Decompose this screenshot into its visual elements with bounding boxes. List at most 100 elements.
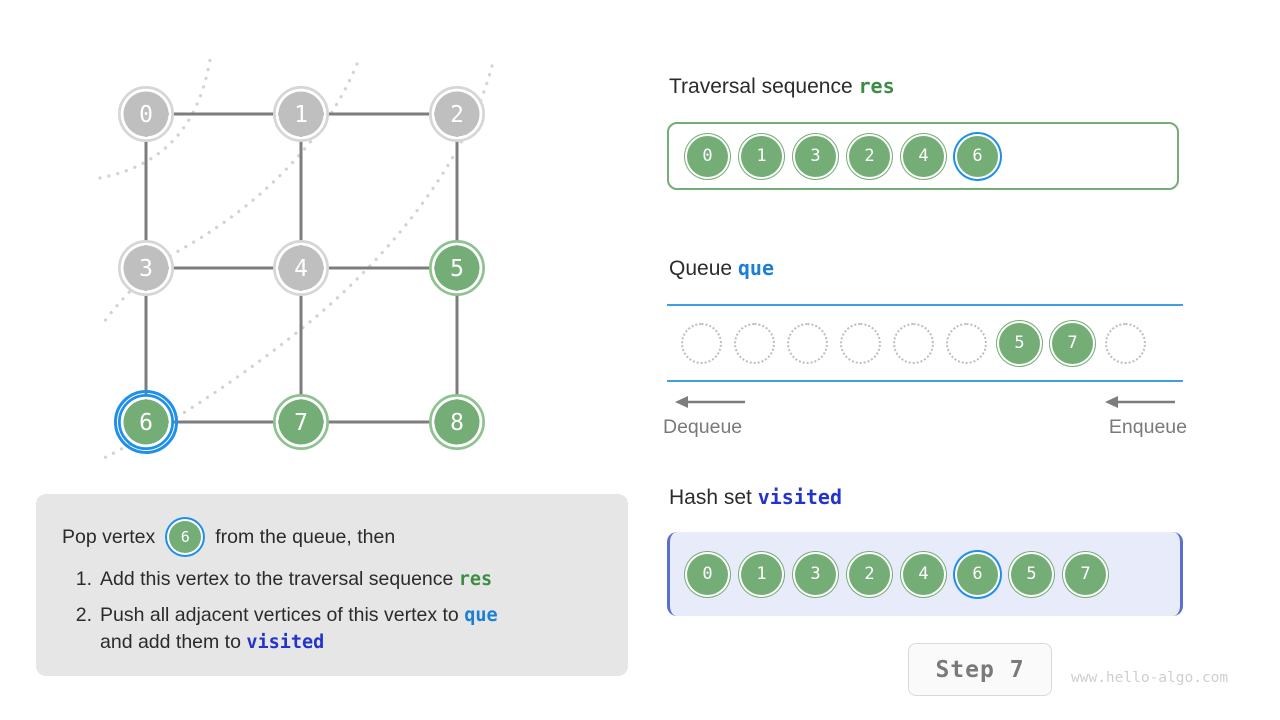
graph-node-2[interactable]: 2 [429,86,485,142]
dotted-arc-3 [102,64,494,460]
hash-item-7: 7 [1065,553,1106,595]
node-label: 8 [450,410,464,436]
graph-node-8[interactable]: 8 [429,394,485,450]
res-item-5: 6 [957,135,998,177]
node-label: 3 [139,256,153,282]
hash-title-code: visited [757,485,843,509]
node-body [434,399,480,445]
enqueue-arrow-icon [1105,396,1175,408]
enqueue-label: Enqueue [1108,416,1187,438]
queue-slot-6: 5 [999,322,1040,364]
node-outer-ring [429,86,485,142]
res-title-code: res [858,74,895,98]
dotted-arc-1 [98,58,212,180]
caption-step-1: Add this vertex to the traversal sequenc… [66,566,602,593]
node-outer-ring [118,86,174,142]
queue-slot-empty-2 [787,322,828,364]
caption-step-2-text: Push all adjacent vertices of this verte… [100,604,465,626]
node-body [123,245,169,291]
hash-title-text: Hash set [669,486,758,509]
res-item-3: 2 [849,135,890,177]
node-outer-ring [118,240,174,296]
node-inner-white-ring [275,396,327,448]
node-label: 0 [139,102,153,128]
node-outer-ring [273,86,329,142]
graph-nodes: 0 1 2 3 4 5 6 7 8 [114,86,485,454]
node-body [278,399,324,445]
node-inner-white-ring [431,242,483,294]
hash-item-4: 4 [903,553,944,595]
node-body [278,91,324,137]
graph-node-0[interactable]: 0 [118,86,174,142]
res-title-text: Traversal sequence [669,75,859,98]
graph-canvas: 0 1 2 3 4 5 6 7 8 [98,58,494,460]
queue-title-text: Queue [669,257,738,280]
graph-node-7[interactable]: 7 [273,394,329,450]
queue-slot-empty-4 [893,322,934,364]
node-body [434,91,480,137]
caption-step-2: Push all adjacent vertices of this verte… [66,602,602,656]
node-outer-ring [118,394,174,450]
caption-step-list: Add this vertex to the traversal sequenc… [62,566,602,656]
graph-node-5[interactable]: 5 [429,240,485,296]
queue-slot-empty-5 [946,322,987,364]
node-outer-ring [429,394,485,450]
caption-step-2-code-2: visited [246,632,325,653]
node-label: 4 [294,256,308,282]
caption-step-1-text: Add this vertex to the traversal sequenc… [100,568,459,590]
res-item-1: 1 [741,135,782,177]
res-item-0: 0 [687,135,728,177]
queue-slot-empty-8 [1105,322,1146,364]
node-label: 2 [450,102,464,128]
dotted-arc-2 [102,62,359,324]
res-section-title: Traversal sequence res [669,74,895,99]
graph-node-1[interactable]: 1 [273,86,329,142]
caption-step-2-code: que [464,605,498,626]
node-label: 7 [294,410,308,436]
node-label: 1 [294,102,308,128]
hash-item-6: 5 [1011,553,1052,595]
caption-vertex-token: 6 [169,521,202,553]
node-body [123,399,169,445]
hash-item-0: 0 [687,553,728,595]
queue-arrows [667,388,1183,418]
dequeue-arrow-icon [675,396,745,408]
queue-slot-7: 7 [1052,322,1093,364]
node-body [123,91,169,137]
node-outer-ring [273,240,329,296]
node-highlight-ring [114,390,178,454]
graph-node-3[interactable]: 3 [118,240,174,296]
queue-section-title: Queue que [669,256,774,281]
node-inner-white-ring [120,88,172,140]
node-inner-white-ring [120,242,172,294]
graph-node-6[interactable]: 6 [114,390,178,454]
step-badge: Step 7 [908,643,1052,696]
node-inner-white-ring [275,242,327,294]
node-inner-white-ring [275,88,327,140]
node-inner-white-ring [120,396,172,448]
graph-node-4[interactable]: 4 [273,240,329,296]
node-label: 5 [450,256,464,282]
caption-line-1: Pop vertex 6 from the queue, then [62,520,602,554]
caption-box: Pop vertex 6 from the queue, then Add th… [36,494,628,676]
queue-slot-empty-0 [681,322,722,364]
node-inner-white-ring [431,396,483,448]
decorative-dotted-curves [98,58,494,460]
caption-text-after: from the queue, then [215,525,396,548]
node-inner-white-ring [431,88,483,140]
hash-section-title: Hash set visited [669,485,842,510]
dequeue-label: Dequeue [663,416,743,438]
node-body [434,245,480,291]
caption-text-before: Pop vertex [62,525,156,548]
caption-step-1-code: res [458,569,493,590]
node-body [278,245,324,291]
queue-slot-empty-3 [840,322,881,364]
graph-panel: 0 1 2 3 4 5 6 7 8 [0,0,640,480]
hash-item-3: 2 [849,553,890,595]
node-outer-ring [273,394,329,450]
